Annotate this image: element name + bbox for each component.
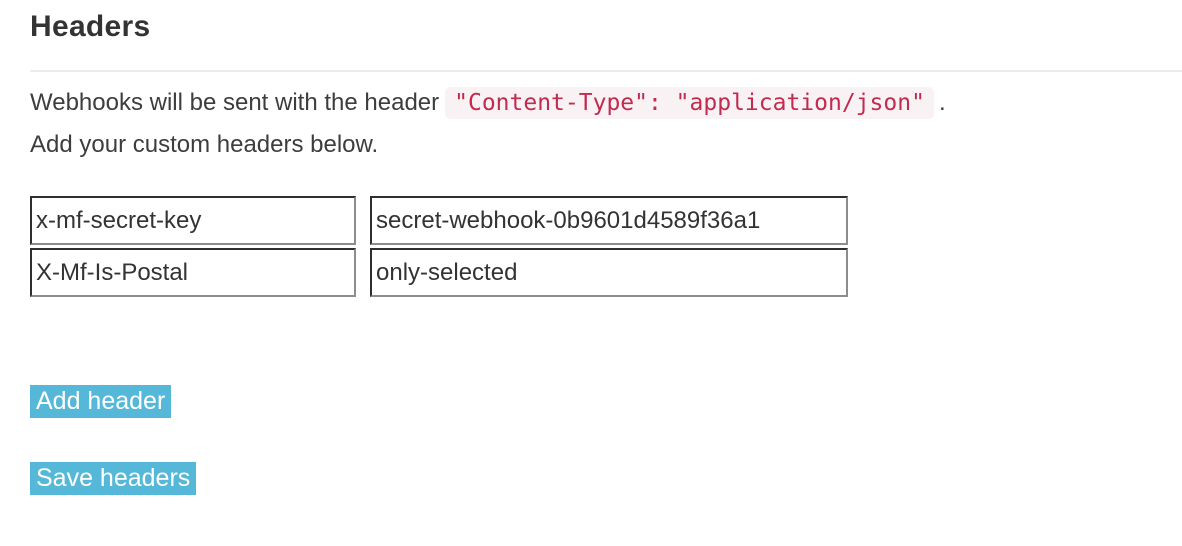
webhook-headers-page: Headers Webhooks will be sent with the h… — [0, 10, 1182, 495]
intro-before-code: Webhooks will be sent with the header — [30, 89, 440, 116]
content-type-code: "Content-Type": "application/json" — [445, 87, 934, 119]
header-value-input[interactable] — [370, 248, 848, 297]
header-key-input[interactable] — [30, 248, 356, 297]
divider — [30, 70, 1182, 72]
add-header-row: Add header — [30, 385, 1182, 418]
header-row — [30, 248, 1182, 297]
save-headers-row: Save headers — [30, 462, 1182, 495]
page-title: Headers — [30, 10, 151, 43]
intro-line2: Add your custom headers below. — [30, 131, 379, 158]
header-key-input[interactable] — [30, 196, 356, 245]
header-row — [30, 196, 1182, 245]
save-headers-button[interactable]: Save headers — [30, 462, 197, 495]
intro-after-code: . — [938, 89, 946, 116]
custom-headers-form — [30, 196, 1182, 297]
intro-text: Webhooks will be sent with the header"Co… — [30, 82, 1182, 165]
add-header-button[interactable]: Add header — [30, 385, 172, 418]
header-value-input[interactable] — [370, 196, 848, 245]
